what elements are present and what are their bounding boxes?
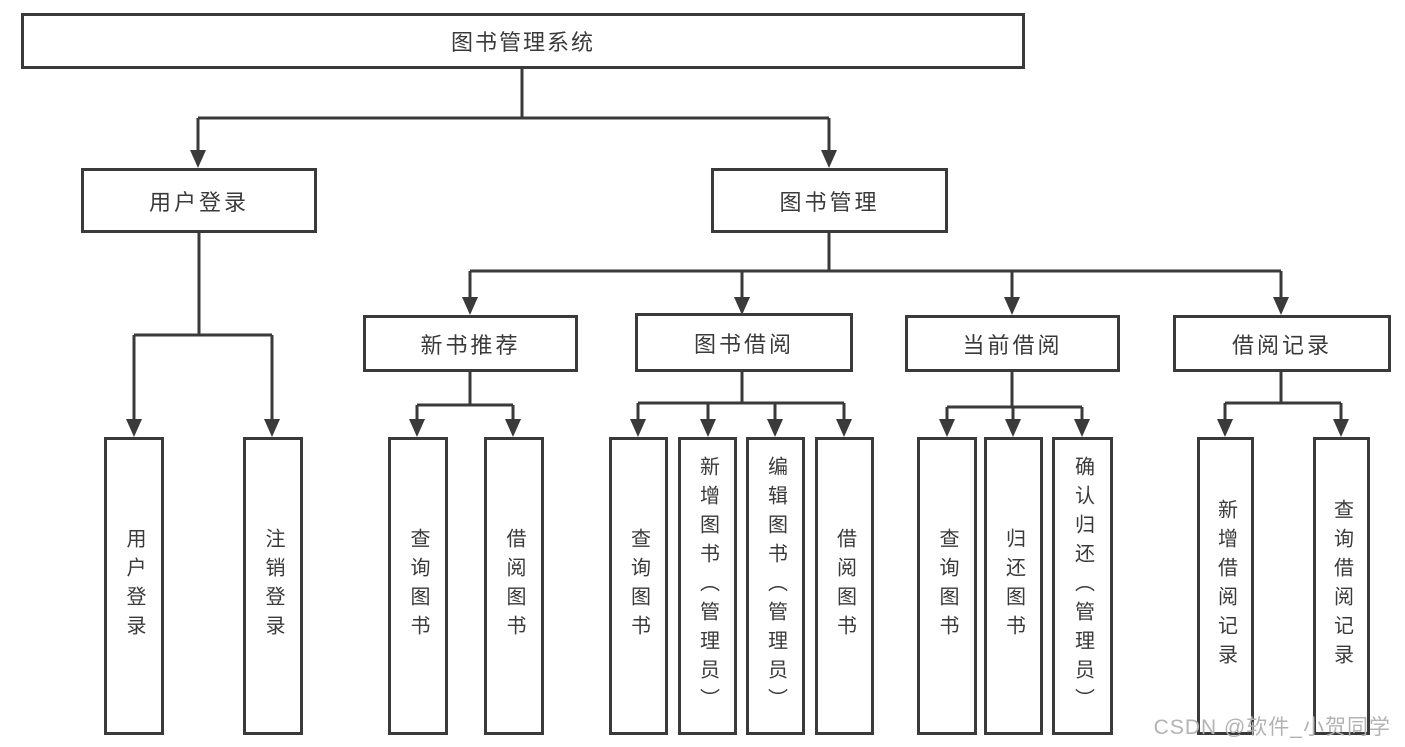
leaf-label: 借阅图书 [503,528,525,644]
leaf-edit-books-admin: 编辑图书（管理员） [746,437,805,735]
node-label: 借阅记录 [1231,332,1332,358]
leaf-label: 确认归还（管理员） [1071,455,1094,717]
leaf-label: 查询图书 [407,528,429,644]
leaf-borrow-books: 借阅图书 [484,437,544,735]
node-label: 图书管理 [779,189,880,215]
csdn-watermark: CSDN @软件_小贺同学 [1153,716,1391,739]
leaf-label: 查询借阅记录 [1330,499,1353,673]
node-label: 新书推荐 [420,332,521,358]
leaf-label: 新增借阅记录 [1214,499,1237,673]
leaf-query-books: 查询图书 [917,437,977,735]
leaf-label: 查询图书 [936,528,958,644]
leaf-label: 新增图书（管理员） [696,455,719,717]
leaf-return-books: 归还图书 [984,437,1043,735]
node-label: 图书借阅 [693,331,794,357]
node-new-book-recommend: 新书推荐 [363,315,578,372]
leaf-add-borrow-record: 新增借阅记录 [1197,437,1254,735]
node-book-management-branch: 图书管理 [711,168,948,233]
node-book-borrow: 图书借阅 [635,313,853,372]
node-user-login-branch: 用户登录 [81,168,317,233]
leaf-label: 编辑图书（管理员） [764,455,787,717]
leaf-label: 归还图书 [1002,528,1025,644]
leaf-logout: 注销登录 [243,437,303,735]
node-borrow-record: 借阅记录 [1173,315,1391,372]
leaf-query-books: 查询图书 [388,437,448,735]
node-current-borrow: 当前借阅 [905,315,1120,372]
node-library-management-system: 图书管理系统 [21,13,1025,69]
leaf-query-books: 查询图书 [609,437,668,735]
node-label: 图书管理系统 [450,30,595,55]
leaf-label: 查询图书 [627,528,650,644]
node-label: 用户登录 [148,189,249,215]
leaf-borrow-books: 借阅图书 [815,437,874,735]
leaf-label: 注销登录 [262,528,284,644]
node-label: 当前借阅 [962,332,1063,358]
leaf-query-borrow-record: 查询借阅记录 [1313,437,1370,735]
leaf-label: 借阅图书 [833,528,856,644]
leaf-add-books-admin: 新增图书（管理员） [678,437,737,735]
leaf-label: 用户登录 [123,528,145,644]
leaf-confirm-return-admin: 确认归还（管理员） [1052,437,1113,735]
leaf-user-login: 用户登录 [104,437,164,735]
